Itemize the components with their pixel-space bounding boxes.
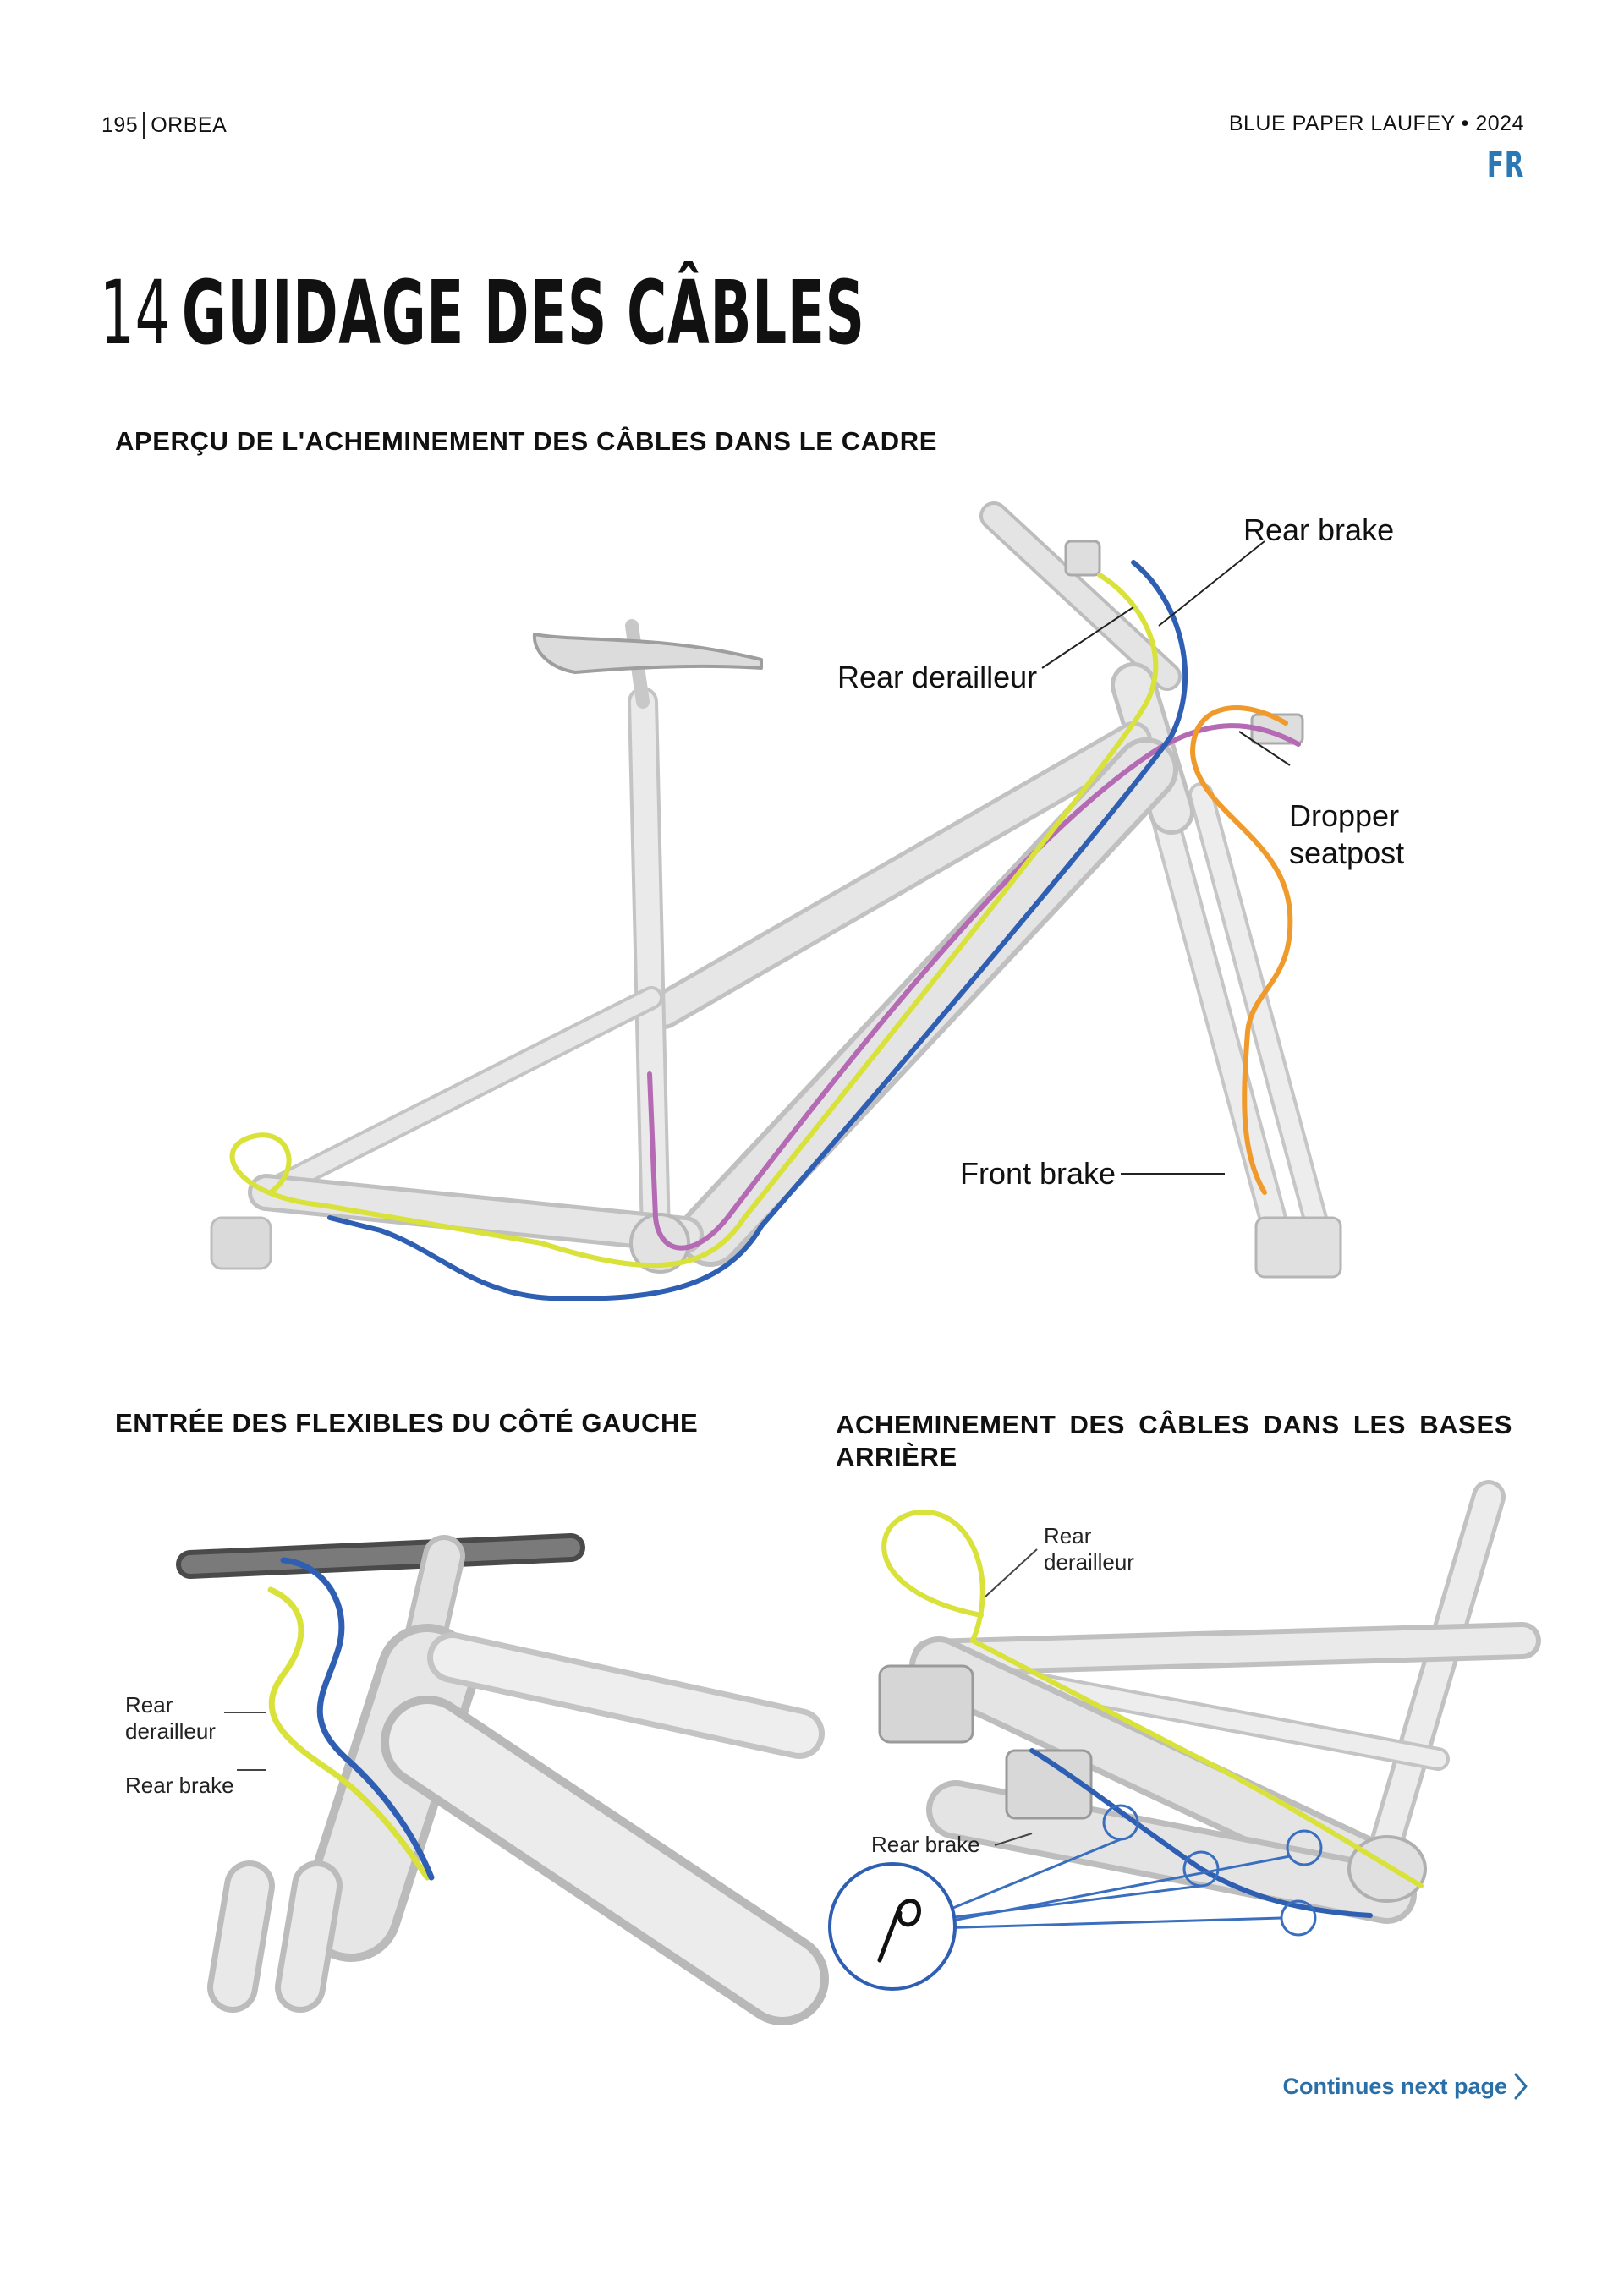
page-number: 195 xyxy=(102,112,139,137)
rear-brake-cable xyxy=(327,560,1188,1301)
frame-drawing xyxy=(210,501,1342,1279)
label-dropper-line2: seatpost xyxy=(1289,836,1405,870)
front-brake-cable xyxy=(1190,705,1293,1195)
overview-heading: APERÇU DE L'ACHEMINEMENT DES CÂBLES DANS… xyxy=(115,426,937,456)
chainstay-rear-derailleur-cable xyxy=(881,1509,1424,1888)
left-entry-heading: ENTRÉE DES FLEXIBLES DU CÔTÉ GAUCHE xyxy=(115,1408,699,1438)
rear-derailleur-hose xyxy=(267,1586,431,1881)
chapter-title: GUIDAGE DES CÂBLES xyxy=(181,261,865,364)
brand-name: ORBEA xyxy=(151,112,228,137)
left-entry-illustration xyxy=(176,1533,829,2025)
chainstay-label-rear-derailleur-line1: Rear xyxy=(1044,1523,1092,1548)
label-dropper-line1: Dropper xyxy=(1289,798,1400,833)
frame-routing-illustration xyxy=(210,501,1342,1301)
continues-next-page-link[interactable]: Continues next page xyxy=(1282,2072,1529,2101)
cable-clip-3 xyxy=(1286,1829,1323,1866)
label-rear-brake: Rear brake xyxy=(1243,512,1395,547)
chainstay-illustration xyxy=(828,1480,1541,1991)
left-label-rear-brake: Rear brake xyxy=(125,1773,234,1798)
label-front-brake: Front brake xyxy=(960,1156,1116,1191)
chainstay-heading: ACHEMINEMENT DES CÂBLES DANS LES BASES xyxy=(836,1410,1512,1439)
chevron-right-icon xyxy=(1514,2073,1528,2100)
continues-next-page-label: Continues next page xyxy=(1282,2073,1507,2099)
chainstay-label-rear-brake: Rear brake xyxy=(871,1832,980,1857)
zip-tie-icon xyxy=(828,1862,957,1991)
rear-derailleur-cable xyxy=(229,573,1159,1269)
cable-routes xyxy=(229,560,1301,1301)
callout-leaders xyxy=(1041,540,1291,1175)
language-badge: FR xyxy=(1486,144,1524,185)
rear-brake-hose xyxy=(280,1557,435,1881)
chainstay-label-rear-derailleur-line2: derailleur xyxy=(1044,1549,1134,1575)
header-separator xyxy=(143,112,145,139)
left-label-rear-derailleur-line2: derailleur xyxy=(125,1718,216,1744)
chapter-number: 14 xyxy=(100,261,171,364)
dropper-seatpost-cable xyxy=(647,723,1301,1251)
document-title: BLUE PAPER LAUFEY • 2024 xyxy=(1228,112,1524,135)
page-header-left: 195 ORBEA xyxy=(102,112,227,139)
left-label-rear-derailleur-line1: Rear xyxy=(125,1692,173,1718)
chainstay-heading-line2: ARRIÈRE xyxy=(836,1442,957,1471)
chainstay-rear-brake-cable xyxy=(1029,1748,1373,1918)
label-rear-derailleur: Rear derailleur xyxy=(837,660,1038,694)
